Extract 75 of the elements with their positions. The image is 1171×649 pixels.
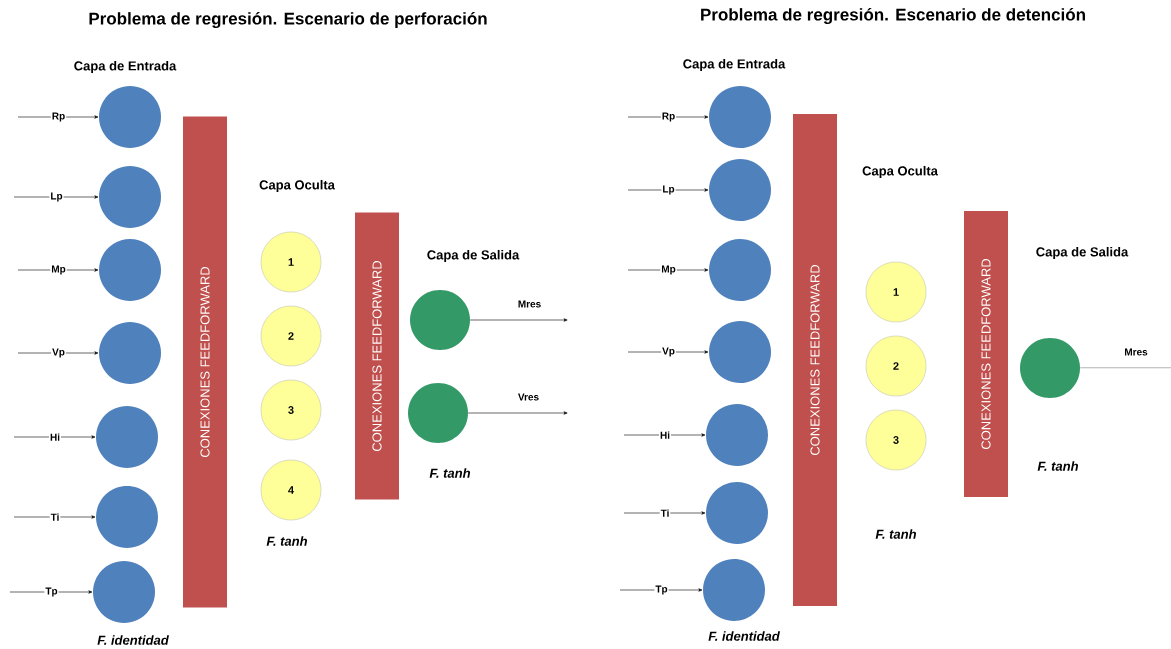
output-neuron [1020,338,1080,398]
edge-label: Lp [49,191,64,203]
arrow [13,515,96,519]
input-neuron [706,482,768,544]
layer-label: F. tanh [1037,461,1079,471]
feedforward-bar: CONEXIONES FEEDFORWARD [793,114,837,606]
arrow [467,411,568,415]
layer-label: Capa de Salida [1036,246,1129,260]
output-neuron [410,290,470,350]
arrow [17,351,99,355]
edge-label: Vp [51,347,66,359]
hidden-neuron: 1 [865,261,927,323]
layer-label: Capa de Entrada [683,58,786,72]
input-neuron [703,559,765,621]
edge-label: Rp [660,111,677,123]
layer-label: Capa Oculta [259,179,335,193]
edge-label: Ti [49,512,61,522]
layer-label: Capa Oculta [862,165,938,179]
hidden-neuron: 4 [260,459,322,521]
arrow [619,588,703,592]
input-neuron [709,159,771,221]
hidden-neuron: 1 [260,231,322,293]
hidden-neuron: 2 [865,335,927,397]
edge-label: Hi [659,430,671,440]
layer-label: F. tanh [266,536,308,546]
input-neuron [93,561,155,623]
layer-label: F. tanh [429,468,471,478]
edge-label: Mp [50,264,67,276]
arrow [9,590,93,594]
edge-label: Lp [661,184,676,196]
arrow [627,115,709,119]
arrow [17,115,99,119]
arrow [623,433,706,437]
input-neuron [99,166,161,228]
edge-label: Rp [50,111,67,123]
input-neuron [709,321,771,383]
hidden-neuron: 3 [260,379,322,441]
input-neuron [99,86,161,148]
input-neuron [99,239,161,301]
feedforward-bar: CONEXIONES FEEDFORWARD [183,116,227,608]
arrow [469,318,568,322]
edge-label: Vp [661,346,676,358]
arrow [13,435,96,439]
hidden-neuron: 2 [260,305,322,367]
layer-label: F. identidad [97,635,169,645]
input-neuron [706,404,768,466]
edge-label: Mres [518,300,541,308]
arrow [13,195,99,199]
input-neuron [99,322,161,384]
input-neuron [96,486,158,548]
output-neuron [408,383,468,443]
arrow [623,511,706,515]
layer-label: Capa de Salida [427,249,520,263]
arrow [627,188,709,192]
input-neuron [709,86,771,148]
layer-label: Capa de Entrada [74,60,177,74]
input-neuron [709,239,771,301]
edge-label: Tp [654,584,669,596]
edge-label: Mp [660,264,677,276]
layer-label: F. tanh [875,529,917,539]
hidden-neuron: 3 [865,409,927,471]
edge-label: Ti [659,508,671,518]
input-neuron [96,406,158,468]
edge-label: Tp [44,586,59,598]
feedforward-bar: CONEXIONES FEEDFORWARD [964,211,1008,497]
edge-label: Mres [1125,348,1148,356]
title: Problema de regresión. Escenario de perforación [89,11,487,29]
title: Problema de regresión. Escenario de detención [701,7,1085,25]
arrow [627,268,709,272]
edge-label: Vres [518,393,539,401]
arrow [627,350,709,354]
arrow [17,268,99,272]
feedforward-bar: CONEXIONES FEEDFORWARD [355,212,399,500]
layer-label: F. identidad [708,631,780,641]
edge-label: Hi [49,432,61,442]
